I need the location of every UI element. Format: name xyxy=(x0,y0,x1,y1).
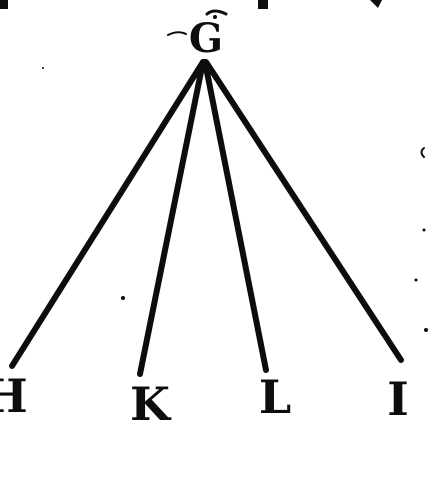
label-l: L xyxy=(259,370,291,424)
line-g-k xyxy=(137,59,206,377)
label-i: I xyxy=(387,372,409,426)
label-k: K xyxy=(130,377,172,431)
ink-specks xyxy=(42,67,428,332)
radiating-lines xyxy=(9,59,404,377)
line-g-h xyxy=(9,59,206,369)
apex-ornament xyxy=(167,9,228,36)
line-g-l xyxy=(202,59,269,373)
apex-label: G xyxy=(189,15,223,62)
top-edge-fragments xyxy=(0,0,382,9)
line-g-i xyxy=(203,59,404,363)
label-h: H xyxy=(0,369,28,423)
